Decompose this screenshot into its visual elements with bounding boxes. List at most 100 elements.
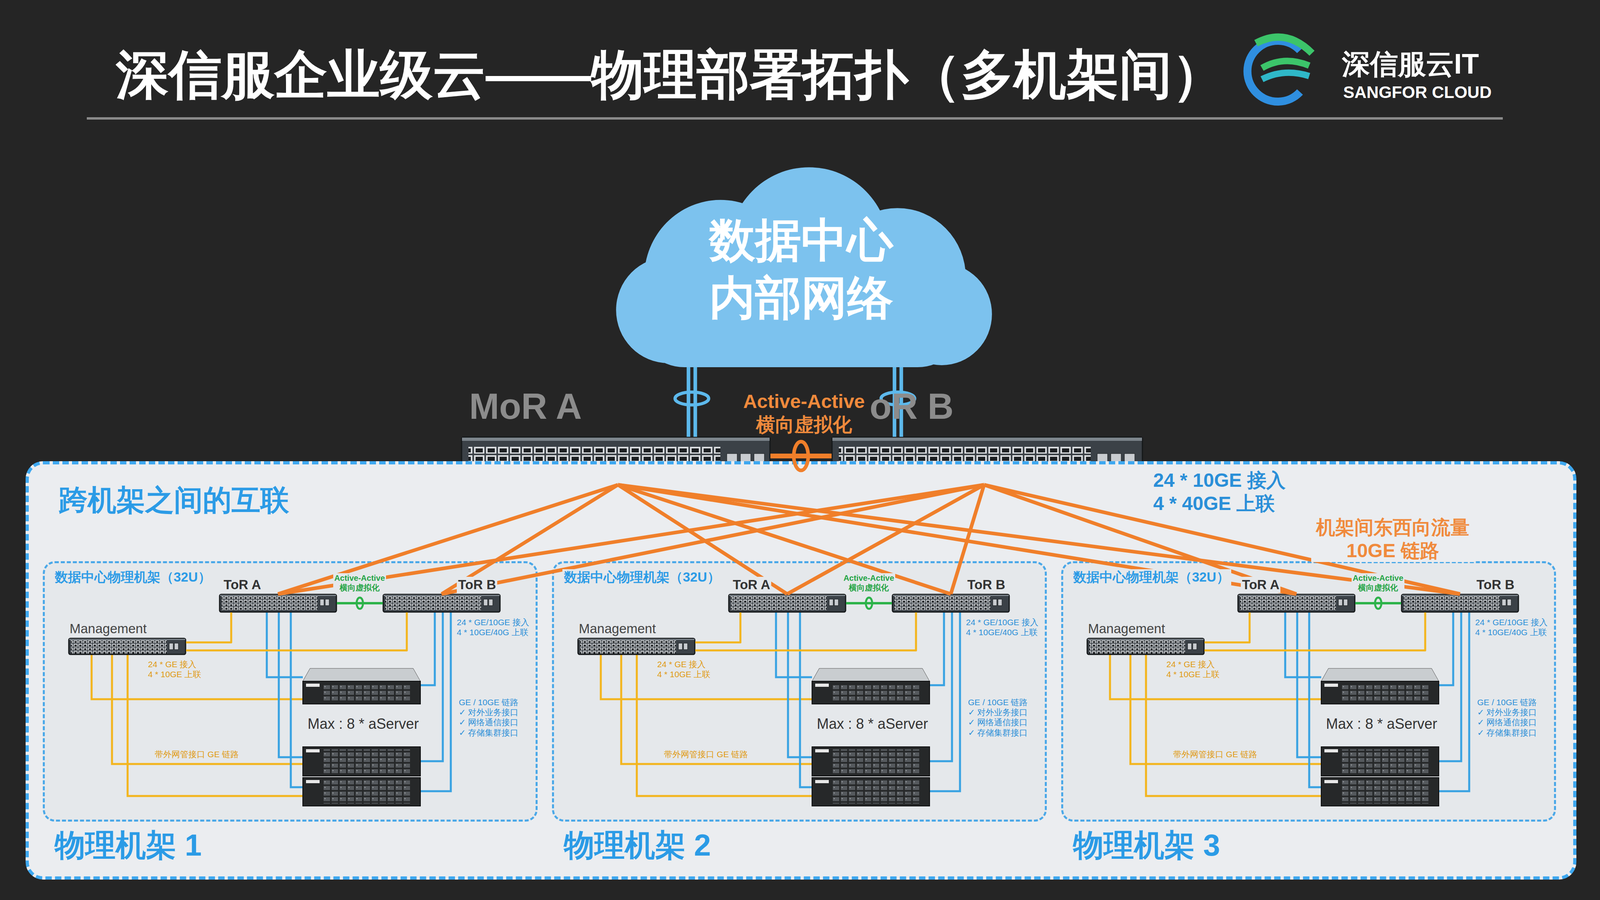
link <box>186 612 407 651</box>
drive-bays <box>322 780 411 804</box>
uplink-port <box>992 599 997 606</box>
node-label: 数据中心物理机架（32U） <box>562 569 722 586</box>
switch-body <box>578 638 695 655</box>
drive-bays <box>322 749 411 774</box>
node-label: ToR B <box>1475 576 1516 593</box>
uplink-port <box>1502 599 1506 606</box>
link-line <box>695 612 741 643</box>
uplink-port <box>829 599 834 606</box>
link-line <box>441 484 984 594</box>
drive-bays <box>322 683 411 702</box>
port-row <box>221 596 318 611</box>
switch-body <box>892 594 1010 612</box>
link <box>950 484 984 594</box>
port-note: 24 * GE/10GE 接入 4 * 10GE/40G 上联 <box>456 617 533 638</box>
switch-top <box>578 638 695 640</box>
port-note: 24 * GE 接入 4 * 10GE 上联 <box>148 659 203 680</box>
link-line <box>1355 602 1402 605</box>
link <box>695 612 916 651</box>
link <box>1204 612 1426 651</box>
server-rack: ToR AToR BManagement数据中心物理机架（32U）物理机架 2 <box>552 561 1047 822</box>
switch-art <box>892 594 1010 613</box>
server-badge <box>1324 683 1338 687</box>
uplink-port <box>1507 599 1512 606</box>
link-note: Active-Active 横向虚拟化 <box>1351 573 1405 593</box>
server-front <box>1321 681 1439 704</box>
switch-art <box>1401 594 1519 613</box>
switch-top <box>220 594 336 596</box>
node-label: ToR B <box>966 576 1007 593</box>
tor-switch: ToR A <box>219 594 337 613</box>
drive-bays <box>1341 683 1430 702</box>
aserver <box>302 746 421 776</box>
traffic-note: 机架间东西向流量 10GE 链路 <box>1311 516 1475 562</box>
node-label: Management <box>1086 620 1167 637</box>
aserver <box>1321 668 1439 704</box>
switch-top <box>832 437 1142 441</box>
slide-title: 深信服企业级云——物理部署拓扑（多机架间） <box>116 43 1225 107</box>
link <box>1204 612 1250 643</box>
server-front <box>302 746 421 776</box>
drive-bays <box>832 749 920 774</box>
link-line <box>186 612 232 643</box>
uplink-port <box>169 643 174 650</box>
cable <box>800 612 812 788</box>
server-badge <box>815 683 829 687</box>
link-gap <box>690 367 694 437</box>
server-front <box>812 746 930 776</box>
port-row <box>580 640 676 654</box>
cable <box>420 612 443 762</box>
cable <box>127 654 303 796</box>
aserver <box>812 746 930 776</box>
link-line <box>950 484 984 594</box>
link-line <box>984 484 1460 594</box>
bundle-ring <box>1375 597 1382 609</box>
switch-body <box>1401 594 1519 612</box>
link <box>984 484 1460 594</box>
port-note: 24 * GE/10GE 接入 4 * 10GE/40G 上联 <box>966 617 1042 638</box>
network-cloud: 数据中心 内部网络 <box>600 163 1002 368</box>
server-badge <box>1324 749 1338 753</box>
cable <box>1146 654 1322 796</box>
switch-top <box>892 594 1009 596</box>
uplink-port <box>834 599 839 606</box>
uplink-port <box>1187 643 1192 650</box>
cable <box>1130 654 1322 764</box>
node-label: ToR A <box>222 576 262 593</box>
link-note: GE / 10GE 链路 ✓ 对外业务接口 ✓ 网络通信接口 ✓ 存储集群接口 <box>458 697 523 738</box>
uplink-port <box>1192 643 1197 650</box>
logo-arc <box>1262 60 1310 68</box>
uplink-port <box>320 599 324 606</box>
server-badge <box>306 683 320 687</box>
capacity-note: Max : 8 * aServer <box>816 715 928 733</box>
link-line <box>695 612 916 651</box>
node-label: Management <box>68 620 148 637</box>
link <box>618 484 788 594</box>
cable <box>420 612 435 686</box>
link-line <box>278 484 618 594</box>
link <box>787 484 984 594</box>
cable <box>1309 612 1322 788</box>
link-line <box>336 602 383 605</box>
link-note: 带外网管接口 GE 链路 <box>1173 749 1258 760</box>
management-switch: Management <box>1086 638 1205 655</box>
link-line <box>278 484 984 594</box>
port-note: 24 * GE 接入 4 * 10GE 上联 <box>1166 659 1222 680</box>
brand-name: SANGFOR CLOUD <box>1343 82 1492 103</box>
link-gap <box>896 367 900 437</box>
uplink-port <box>325 599 330 606</box>
node-label: 跨机架之间的互联 <box>56 482 292 518</box>
cable <box>1438 612 1470 792</box>
node-label: 物理机架 1 <box>53 826 204 864</box>
server-front <box>812 777 930 806</box>
link-line <box>892 367 904 437</box>
node-label: 数据中心物理机架（32U） <box>1071 569 1232 586</box>
link <box>1355 597 1402 609</box>
switch-body <box>383 594 500 612</box>
switch-art <box>728 594 846 613</box>
cable <box>1438 612 1454 686</box>
cable <box>420 612 451 792</box>
switch-top <box>1402 594 1518 596</box>
tor-switch: ToR B <box>1401 594 1519 613</box>
